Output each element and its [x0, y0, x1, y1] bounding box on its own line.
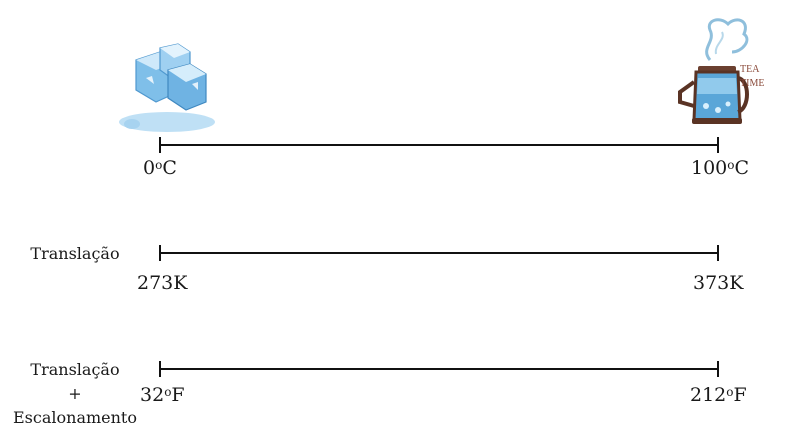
- fahrenheit-right-label: 212oF: [690, 384, 747, 406]
- celsius-tick-left: [159, 137, 161, 153]
- kelvin-left-label: 273K: [137, 272, 188, 294]
- fahrenheit-line: [160, 368, 718, 370]
- kettle-text-time: TIME: [740, 78, 764, 89]
- kelvin-row-title: Translação: [30, 244, 120, 263]
- fahrenheit-tick-left: [159, 361, 161, 377]
- kelvin-right-label: 373K: [693, 272, 744, 294]
- celsius-tick-right: [717, 137, 719, 153]
- kelvin-tick-left: [159, 245, 161, 261]
- fahrenheit-row-title: Translação + Escalonamento: [13, 360, 137, 427]
- kettle-icon: TEA TIME: [678, 18, 764, 124]
- ice-cubes-icon: [119, 43, 215, 132]
- kettle-text-tea: TEA: [740, 64, 760, 75]
- celsius-right-label: 100oC: [691, 157, 750, 179]
- kelvin-line: [160, 252, 718, 254]
- celsius-left-label: 0oC: [143, 157, 177, 179]
- kelvin-tick-right: [717, 245, 719, 261]
- fahrenheit-left-label: 32oF: [140, 384, 185, 406]
- celsius-line: [160, 144, 718, 146]
- fahrenheit-tick-right: [717, 361, 719, 377]
